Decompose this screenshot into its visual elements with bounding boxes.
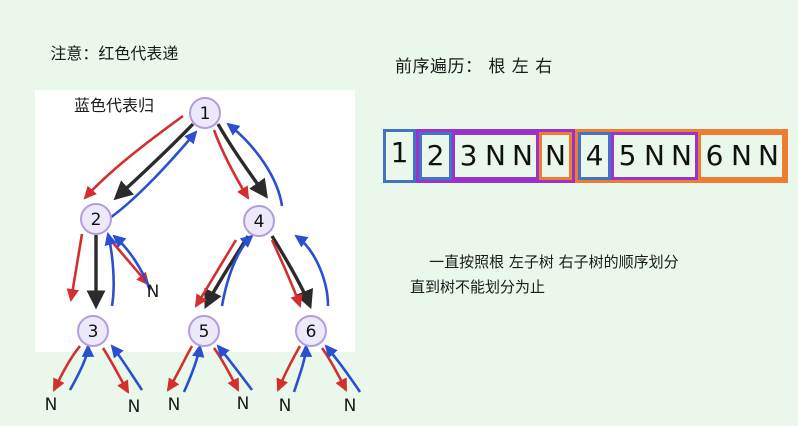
null-leaf-label: N [167, 395, 181, 415]
seq-cell: 6 [705, 139, 724, 172]
seq-cell: N [644, 139, 665, 172]
explanation-line1: 一直按照根 左子树 右子树的顺序划分 [429, 253, 679, 271]
seq-cell: N [545, 139, 566, 172]
legend-note-line2: 蓝色代表归 [74, 96, 155, 115]
seq-group-root-4: 4 [578, 132, 611, 180]
seq-group-null-right: N [539, 132, 572, 180]
seq-cell: N [758, 139, 779, 172]
seq-cell: 5 [618, 139, 637, 172]
preorder-sequence: 1 2 3 N N N 4 5 N N [383, 129, 788, 183]
explanation-line2: 直到树不能划分为止 [410, 278, 546, 296]
seq-cell: N [671, 139, 692, 172]
null-leaf-label: N [343, 396, 357, 416]
preorder-traversal-title: 前序遍历： 根 左 右 [395, 57, 553, 77]
seq-cell: 2 [426, 139, 445, 172]
null-leaf-label: N [236, 394, 250, 414]
legend-note: 注意：红色代表递 蓝色代表归 [30, 15, 178, 171]
seq-group-left-subtree: 2 3 N N N [416, 129, 575, 183]
seq-group-subtree-6: 6 N N [698, 132, 785, 180]
seq-group-subtree-5: 5 N N [611, 132, 698, 180]
seq-cell: 4 [585, 139, 604, 172]
seq-cell: 3 [459, 139, 478, 172]
seq-group-root-2: 2 [419, 132, 452, 180]
legend-note-line1: 注意：红色代表递 [50, 44, 179, 63]
null-leaf-label: N [127, 397, 141, 417]
null-leaf-label: N [278, 396, 292, 416]
seq-cell: 1 [390, 136, 409, 169]
explanation-text: 一直按照根 左子树 右子树的顺序划分 直到树不能划分为止 [410, 225, 679, 325]
seq-group-right-subtree: 4 5 N N 6 N N [575, 129, 788, 183]
seq-group-root-1: 1 [383, 129, 416, 183]
seq-cell: N [485, 139, 506, 172]
seq-group-subtree-3: 3 N N [452, 132, 539, 180]
null-leaf-label: N [146, 282, 160, 302]
seq-cell: N [731, 139, 752, 172]
null-leaf-label: N [44, 395, 58, 415]
seq-cell: N [512, 139, 533, 172]
